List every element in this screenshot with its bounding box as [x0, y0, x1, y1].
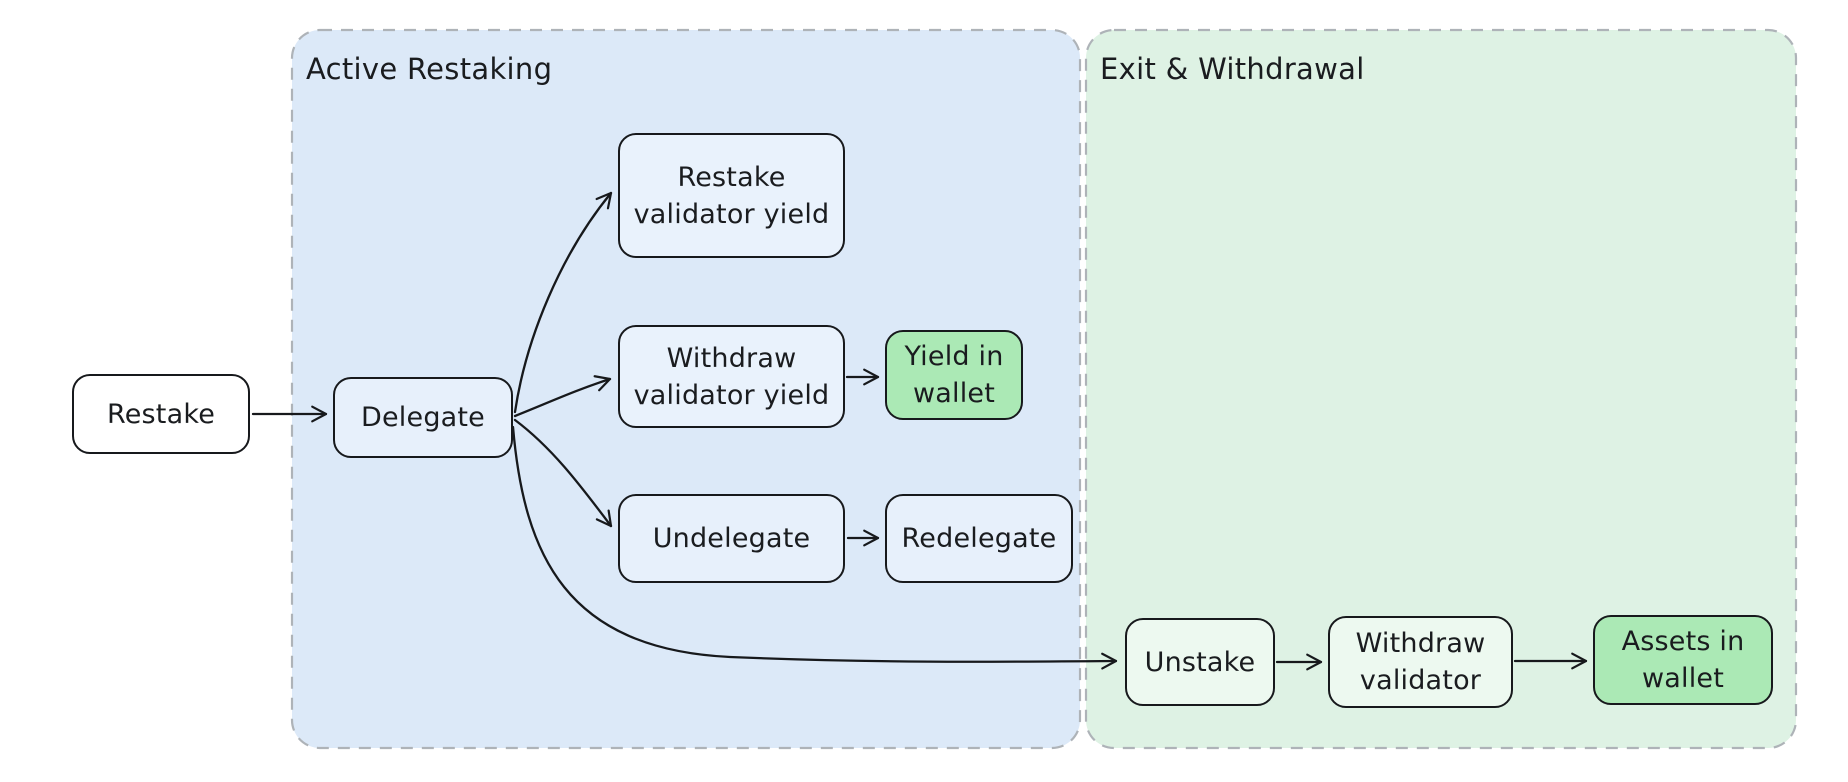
node-label-line: validator yield	[633, 379, 830, 411]
container-label-exit-withdrawal: Exit & Withdrawal	[1100, 52, 1365, 86]
node-label-line: Restake	[677, 161, 786, 193]
node-label-line: Restake	[106, 398, 216, 430]
node-withdraw-validator: Withdraw validator	[1328, 616, 1513, 708]
node-label-line: Undelegate	[652, 523, 811, 554]
edge-paths	[251, 191, 1588, 671]
node-label-line: validator yield	[633, 198, 830, 230]
node-label-line: Redelegate	[901, 523, 1057, 554]
node-redelegate: Redelegate	[885, 494, 1073, 583]
node-label-line: Withdraw	[1355, 628, 1486, 659]
node-withdraw-validator-yield: Withdraw validator yield	[618, 325, 845, 428]
container-rects	[290, 28, 1798, 750]
node-restake-validator-yield: Restake validator yield	[618, 133, 845, 258]
node-label-line: wallet	[1641, 663, 1725, 694]
container-exit-withdrawal	[1084, 28, 1798, 750]
edge-delegate-to-restake-validator-yield	[513, 191, 613, 414]
edge-delegate-to-unstake	[511, 425, 1118, 670]
node-yield-in-wallet: Yield in wallet	[885, 330, 1023, 420]
node-label-line: Delegate	[361, 402, 485, 433]
node-label-line: Assets in	[1621, 626, 1745, 657]
node-undelegate: Undelegate	[618, 494, 845, 583]
edge-delegate-to-withdraw-validator-yield	[513, 375, 612, 418]
node-label-line: wallet	[912, 378, 996, 409]
node-restake: Restake	[72, 374, 250, 454]
node-label-line: validator	[1359, 665, 1482, 696]
container-label-active-restaking: Active Restaking	[306, 52, 553, 86]
edge-delegate-to-undelegate	[513, 418, 613, 528]
node-assets-in-wallet: Assets in wallet	[1593, 615, 1773, 705]
node-label-line: Yield in	[904, 341, 1004, 372]
node-label-line: Withdraw	[666, 342, 797, 374]
node-unstake: Unstake	[1125, 618, 1275, 706]
node-delegate: Delegate	[333, 377, 513, 458]
node-label-line: Unstake	[1144, 646, 1256, 678]
